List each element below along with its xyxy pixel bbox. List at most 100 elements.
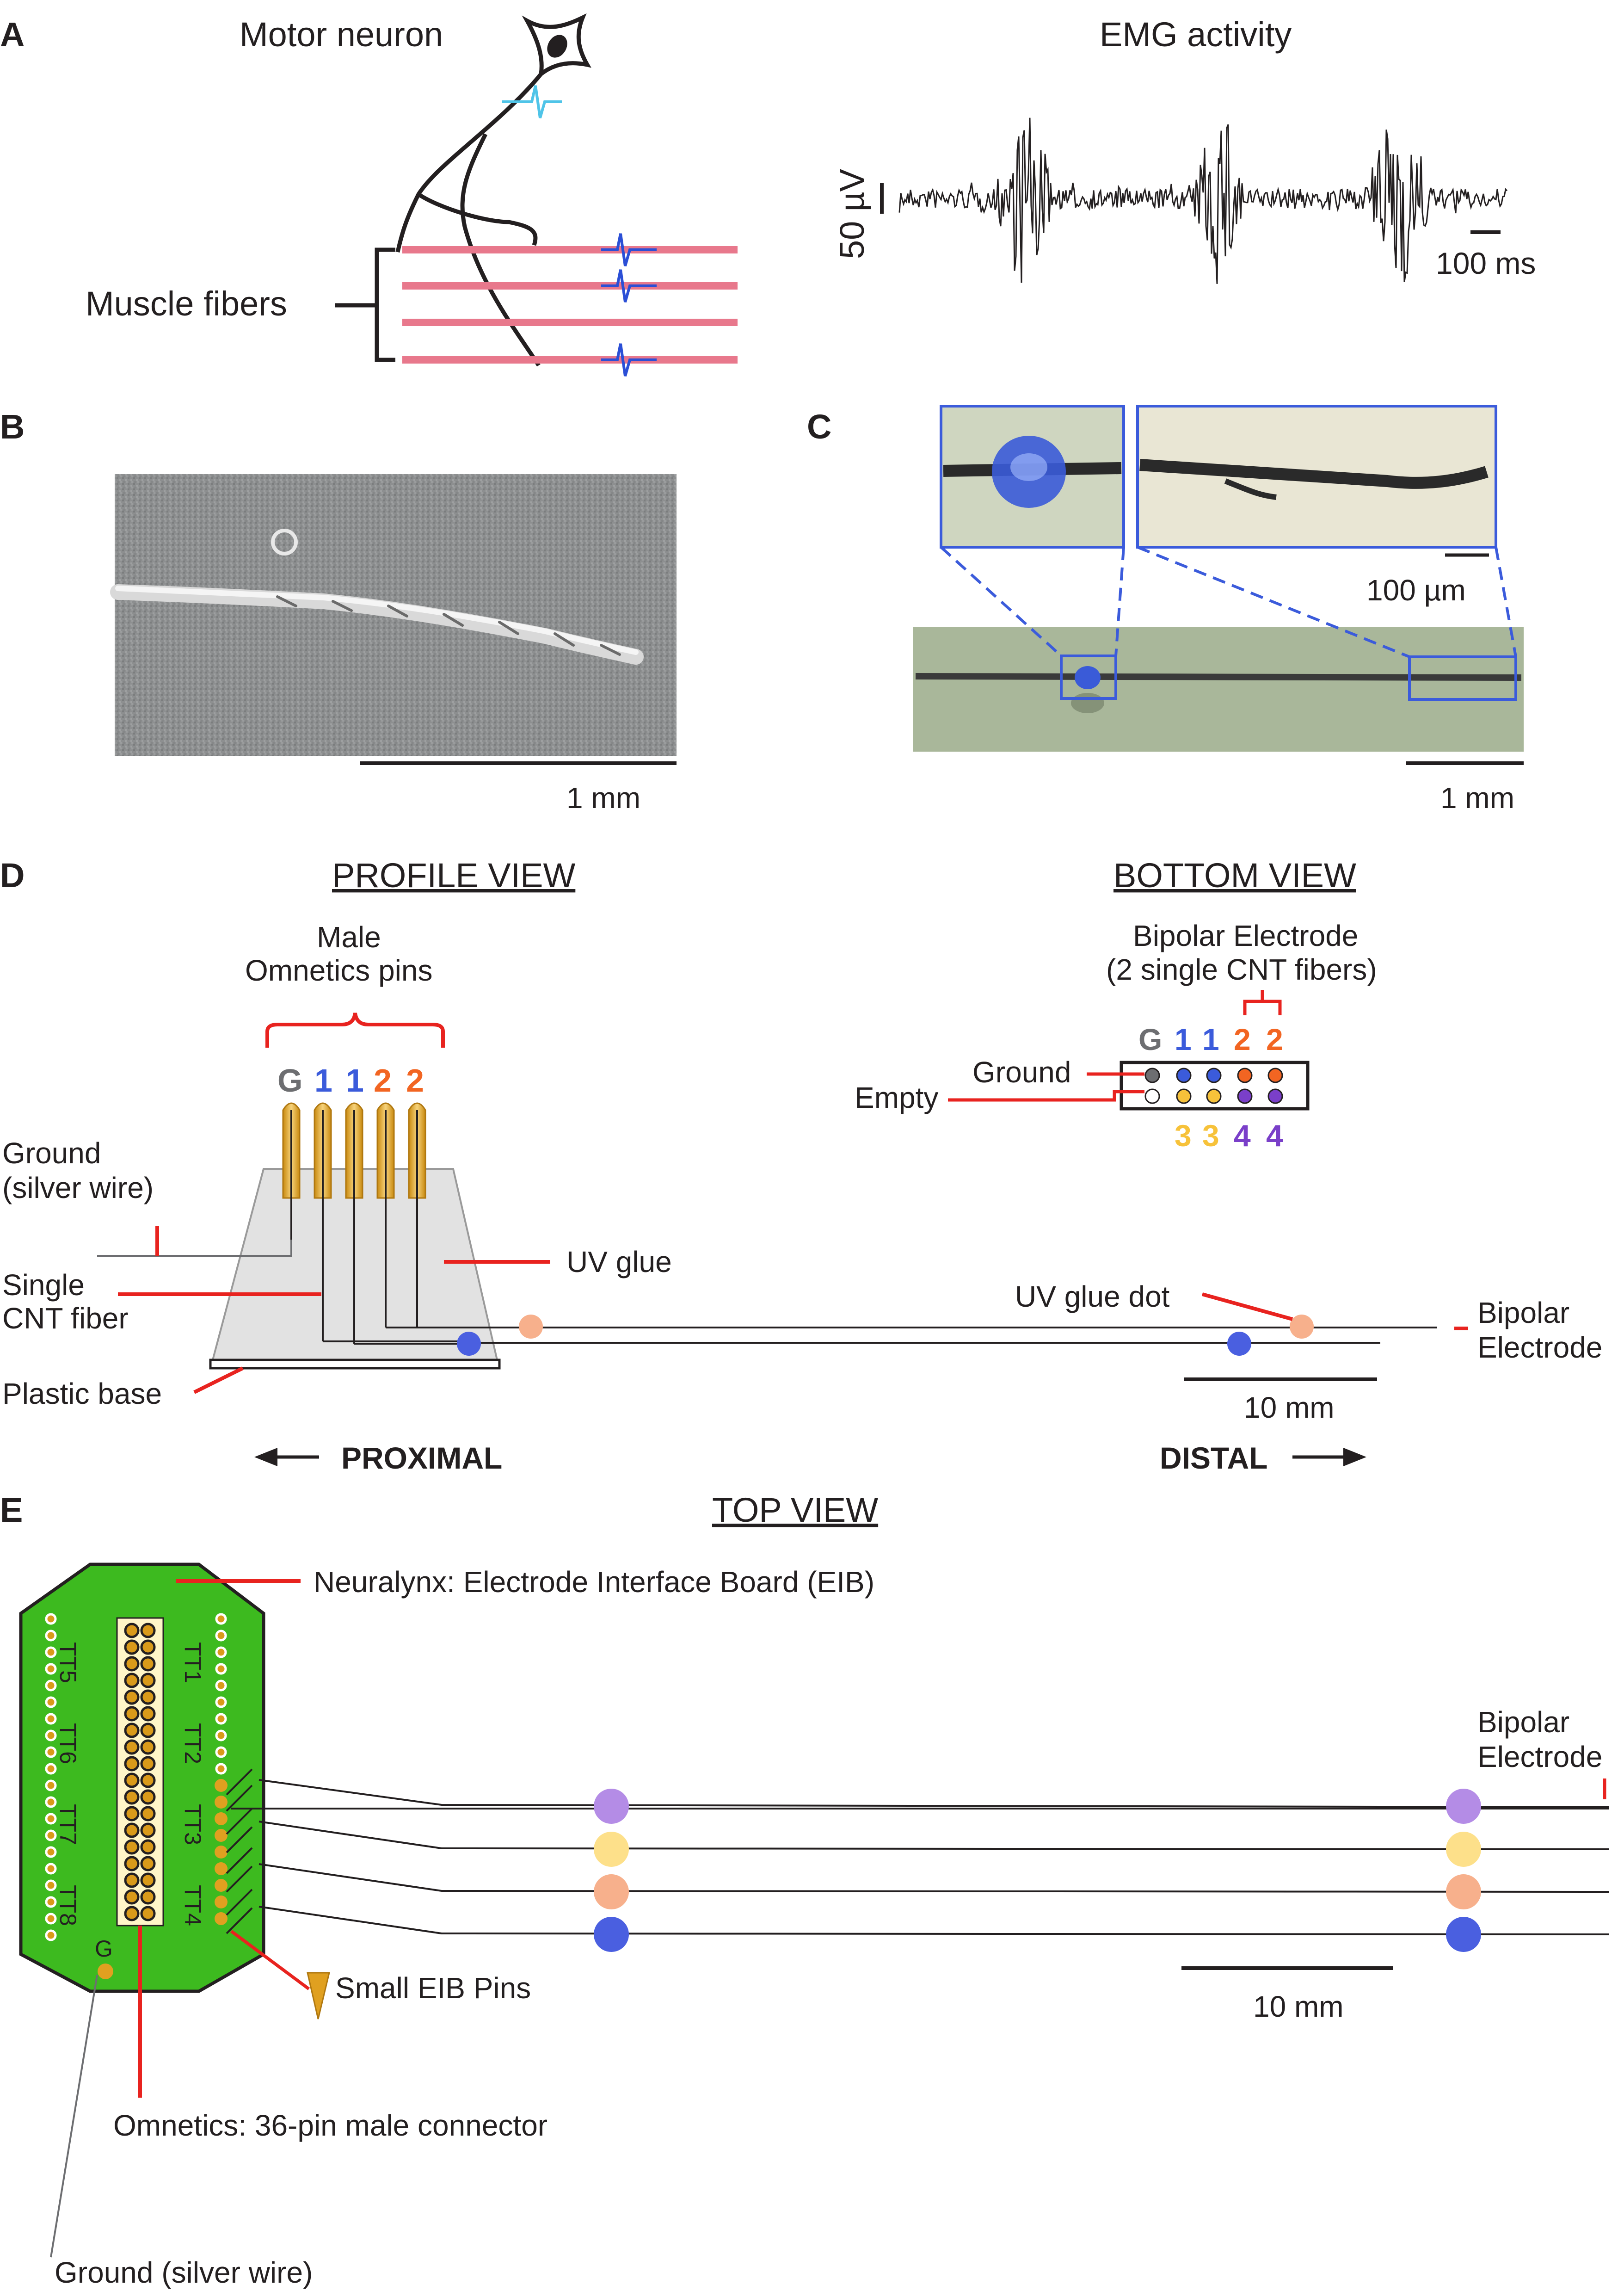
muscle-brace: [335, 247, 395, 362]
eib-edge-pin: [215, 1763, 227, 1775]
connector-pin: [140, 1639, 156, 1655]
small-eib-pins-leader: [230, 1930, 310, 1990]
connector-pin: [140, 1872, 156, 1888]
eib-tt-pin: [215, 1779, 228, 1792]
omnetics-pins: [282, 1102, 426, 1344]
plastic-base: [209, 1359, 501, 1370]
soma-action-potential: [502, 85, 562, 118]
connector-pin: [140, 1856, 156, 1871]
omnetics-pin: [376, 1102, 395, 1328]
inset-connectors: [940, 546, 1517, 658]
ground-pin-g-label: G: [95, 1936, 113, 1962]
panel-d: D PROFILE VIEW BOTTOM VIEW Male Omnetics…: [0, 856, 1602, 1475]
bipolar-electrode-label-1: Bipolar: [1477, 1296, 1569, 1329]
e-bipolar-label-1: Bipolar: [1477, 1705, 1569, 1739]
omnetics-pin: [345, 1102, 363, 1344]
connector-pin: [140, 1739, 156, 1755]
ground-silver-label-2: (silver wire): [2, 1171, 154, 1204]
bottom-label-2a: 2: [1234, 1022, 1251, 1056]
eib-edge-pin: [215, 1680, 227, 1692]
small-eib-pins-label: Small EIB Pins: [335, 1971, 531, 2005]
inset-fiber-split: [1224, 478, 1277, 500]
eib-edge-pin: [45, 1829, 57, 1841]
panel-letter-a: A: [0, 15, 25, 54]
axon-branch-2: [460, 133, 541, 367]
motor-neuron-label: Motor neuron: [240, 15, 443, 54]
eib-edge-pin: [215, 1713, 227, 1725]
eib-edge-pin: [45, 1846, 57, 1858]
omnetics-label: Omnetics: 36-pin male connector: [113, 2109, 547, 2142]
connector-pin: [124, 1673, 140, 1688]
profile-pin-labels: G 1 1 2 2: [277, 1062, 424, 1099]
connector-pin: [124, 1806, 140, 1822]
tt2-label: TT2: [180, 1723, 206, 1764]
connector-pin: [124, 1623, 140, 1638]
male-omnetics-label-1: Male: [317, 920, 381, 954]
eib-edge-pin: [45, 1613, 57, 1625]
ground-silver-wire: [50, 1975, 98, 2258]
eib-edge-pin: [215, 1646, 227, 1658]
eib-edge-pin: [45, 1680, 57, 1692]
connector-pin: [140, 1822, 156, 1838]
connector-pin: [140, 1789, 156, 1805]
eib-edge-pin: [45, 1913, 57, 1925]
panel-c: C 100 µm 1 mm: [807, 405, 1524, 815]
connector-pin: [140, 1673, 156, 1688]
connector-pin: [124, 1872, 140, 1888]
eib-edge-pin: [45, 1729, 57, 1741]
eib-edge-pin: [45, 1746, 57, 1758]
bottom-bottom-row-labels: 3 3 4 4: [1175, 1118, 1283, 1153]
connector-pin: [140, 1806, 156, 1822]
omnetics-connector: [116, 1617, 164, 1927]
axon-branch-3: [417, 192, 538, 246]
empty-pin-label: Empty: [855, 1081, 938, 1114]
pin-label-2b: 2: [406, 1062, 424, 1099]
inset-glue-highlight: [1010, 453, 1047, 481]
plastic-base-leader: [193, 1366, 244, 1394]
single-cnt-label-1: Single: [2, 1268, 85, 1302]
eib-edge-pin: [45, 1796, 57, 1808]
inset-fiber-2: [1139, 459, 1489, 489]
bottom-label-4a: 4: [1234, 1118, 1251, 1153]
connector-pin: [124, 1689, 140, 1705]
eib-edge-pin: [45, 1696, 57, 1708]
uv-glue-dot-leader: [1201, 1292, 1293, 1321]
neuron-nucleus: [547, 35, 567, 58]
profile-scale-label: 10 mm: [1244, 1391, 1335, 1424]
eib-edge-pin: [45, 1646, 57, 1658]
eib-tt-pin: [215, 1829, 228, 1842]
bottom-label-1a: 1: [1175, 1022, 1192, 1056]
connector-pin: [124, 1856, 140, 1871]
connector-pin: [124, 1839, 140, 1855]
tt6-label: TT6: [55, 1723, 81, 1764]
emg-scale-label-time: 100 ms: [1436, 246, 1536, 280]
bottom-label-3a: 3: [1175, 1118, 1192, 1153]
bottom-label-2b: 2: [1266, 1022, 1283, 1056]
tt4-label: TT4: [180, 1885, 206, 1926]
bipolar-electrode-label-2: Electrode: [1477, 1331, 1602, 1364]
connector-pin: [124, 1889, 140, 1905]
ground-silver-label-1: Ground: [2, 1136, 101, 1170]
e-scale-label: 10 mm: [1253, 1990, 1344, 2023]
omnetics-pin: [314, 1102, 332, 1341]
connector-pin: [124, 1706, 140, 1722]
tt7-label: TT7: [55, 1804, 81, 1845]
panel-letter-b: B: [0, 408, 25, 446]
single-cnt-label-2: CNT fiber: [2, 1302, 129, 1335]
eib-edge-pin: [45, 1879, 57, 1891]
eib-tt-pin: [215, 1862, 228, 1875]
connector-pin: [140, 1839, 156, 1855]
eib-glue-dots-proximal: [594, 1789, 629, 1952]
pin-label-1b: 1: [346, 1062, 364, 1099]
eib-edge-pin: [45, 1863, 57, 1875]
photo-scale-label: 1 mm: [1440, 781, 1514, 815]
eib-edge-pin: [215, 1746, 227, 1758]
eib-tt-pin: [215, 1846, 228, 1859]
omnetics-connector-pins: [124, 1623, 156, 1921]
fiber-action-potentials: [601, 233, 657, 377]
photo-box-1: [1060, 655, 1117, 700]
profile-view-title: PROFILE VIEW: [332, 856, 575, 895]
connector-pin: [140, 1889, 156, 1905]
profile-glue-dot-salmon-distal: [1290, 1315, 1314, 1339]
panel-b: B 1 mm: [0, 408, 677, 815]
